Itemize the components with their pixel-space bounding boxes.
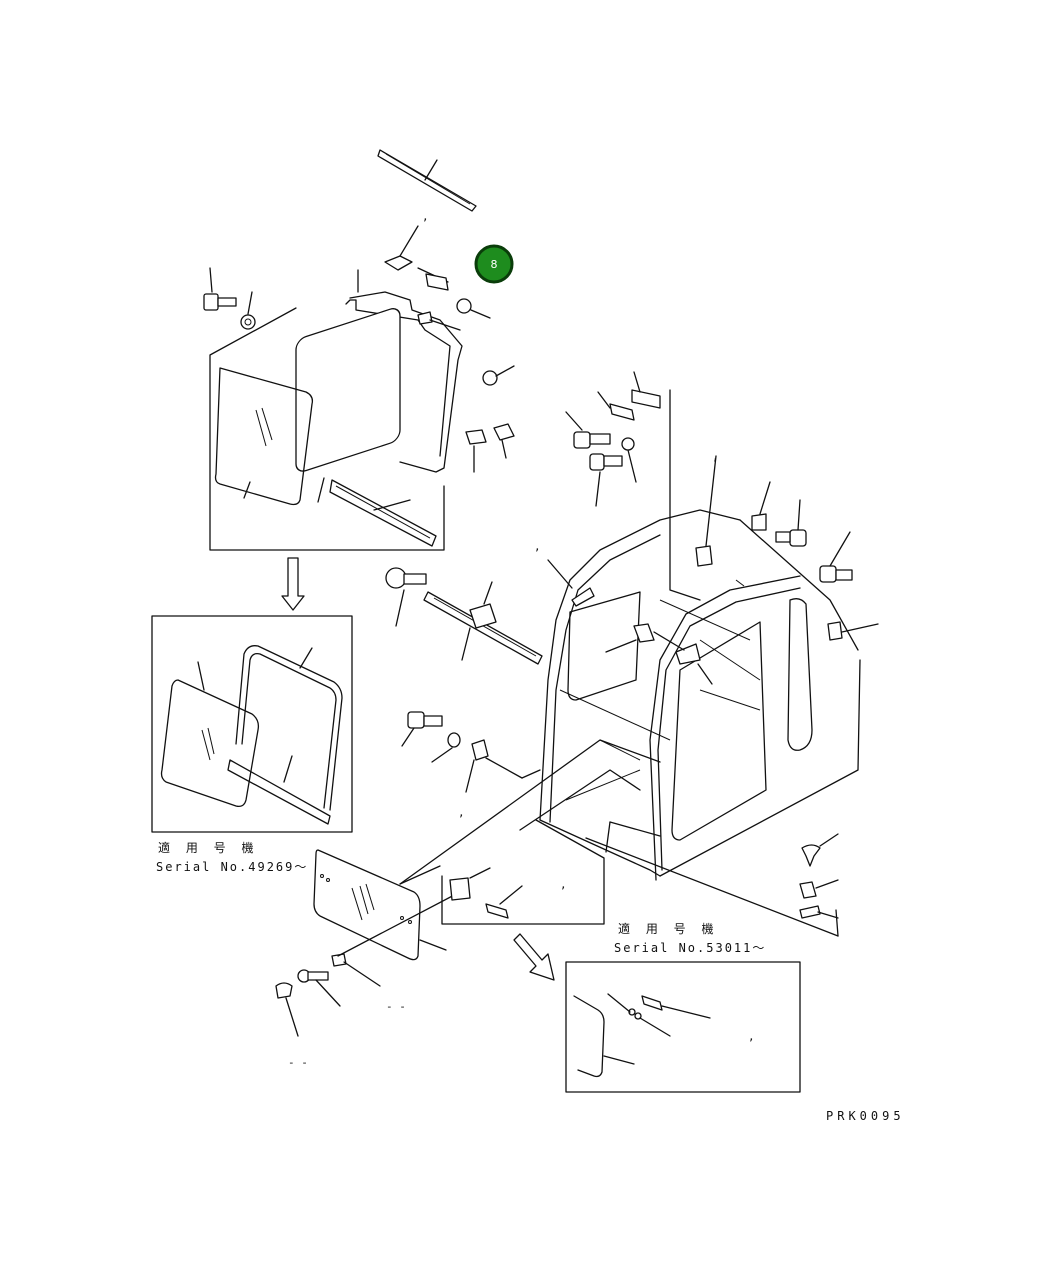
upper-frame-assembly bbox=[345, 225, 515, 473]
variant-detail-box-1 bbox=[151, 615, 353, 833]
svg-text:,: , bbox=[748, 1030, 755, 1043]
serial-note-1-label: 適 用 号 機 bbox=[158, 840, 259, 855]
callout-marker[interactable]: 8 bbox=[474, 244, 514, 284]
arrow-down-icon bbox=[281, 557, 305, 611]
window-detail-box bbox=[209, 307, 445, 551]
callout-circle-icon bbox=[474, 244, 514, 284]
variant-detail-box-2 bbox=[565, 961, 801, 1093]
svg-text:,: , bbox=[560, 878, 567, 891]
upper-right-hardware bbox=[565, 371, 853, 583]
serial-note-2-number: Serial No.53011～ bbox=[614, 941, 766, 955]
serial-note-2-label: 適 用 号 機 bbox=[618, 921, 719, 936]
svg-text:- -: - - bbox=[288, 1056, 308, 1069]
serial-note-1-number: Serial No.49269～ bbox=[156, 860, 308, 874]
cab-body bbox=[539, 389, 879, 881]
door-panel bbox=[275, 849, 461, 1037]
latch-detail-box bbox=[441, 819, 605, 925]
upper-left-bolt bbox=[203, 267, 256, 330]
svg-text:- -: - - bbox=[386, 1000, 406, 1013]
hinge-rail bbox=[385, 567, 543, 665]
svg-text:,: , bbox=[458, 806, 465, 819]
drawing-code: PRK0095 bbox=[826, 1109, 905, 1123]
floor-panel bbox=[399, 739, 839, 937]
arrow-diagonal-icon bbox=[513, 933, 555, 981]
callout-number: 8 bbox=[491, 258, 498, 271]
top-rail-part bbox=[377, 149, 477, 212]
svg-text:,: , bbox=[422, 210, 429, 223]
svg-text:,: , bbox=[534, 540, 541, 553]
middle-bolts bbox=[401, 623, 685, 793]
svg-text:,: , bbox=[712, 450, 719, 463]
lower-right-fasteners bbox=[799, 833, 839, 919]
